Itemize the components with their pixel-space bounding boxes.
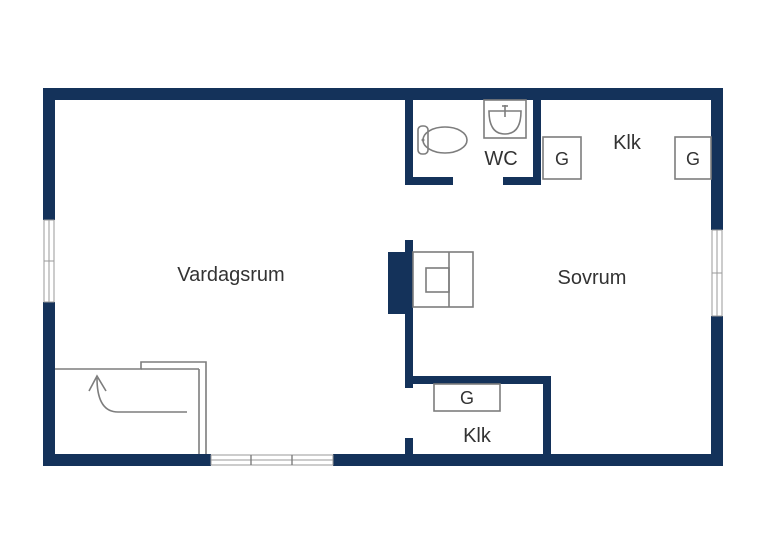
wall-bottom-left bbox=[43, 454, 211, 466]
wall-wc-bottom-right bbox=[503, 177, 541, 185]
room-label-closet-top-right: Klk bbox=[613, 132, 642, 154]
wall-left-upper bbox=[43, 88, 55, 220]
wardrobe-label: G bbox=[460, 388, 474, 408]
wall-top bbox=[43, 88, 723, 100]
interior-walls bbox=[388, 96, 551, 460]
wall-closet-top bbox=[405, 376, 551, 384]
staircase bbox=[55, 361, 207, 454]
outer-walls bbox=[43, 88, 723, 466]
room-label-living-room: Vardagsrum bbox=[177, 264, 284, 286]
wall-wc-right bbox=[533, 96, 541, 185]
room-label-bedroom: Sovrum bbox=[558, 267, 627, 289]
wall-closet-right bbox=[543, 376, 551, 460]
wall-right-lower bbox=[711, 316, 723, 466]
wall-wc-bottom-left bbox=[405, 177, 453, 185]
sink-icon bbox=[483, 99, 527, 139]
window-left-wall bbox=[43, 219, 55, 303]
room-label-wc: WC bbox=[484, 148, 517, 170]
wardrobe-label: G bbox=[686, 149, 700, 169]
wall-wc-left bbox=[405, 96, 413, 185]
wall-right-upper bbox=[711, 88, 723, 230]
window-bottom-wall bbox=[210, 454, 334, 466]
wardrobe-top-right: G bbox=[674, 136, 712, 180]
wardrobe-bottom-closet: G bbox=[433, 383, 501, 412]
window-right-wall bbox=[711, 229, 723, 317]
wall-center bbox=[405, 240, 413, 388]
room-label-closet-bottom: Klk bbox=[463, 425, 492, 447]
wall-closet-left-stub bbox=[405, 438, 413, 458]
stair-arrow-icon bbox=[96, 377, 187, 413]
toilet-icon bbox=[417, 125, 468, 155]
wardrobe-label: G bbox=[555, 149, 569, 169]
fireplace-icon bbox=[388, 252, 408, 314]
fireplace-hearth bbox=[412, 251, 474, 308]
wall-left-lower bbox=[43, 302, 55, 466]
wall-bottom-right bbox=[333, 454, 723, 466]
wardrobe-wc-side: G bbox=[542, 136, 582, 180]
